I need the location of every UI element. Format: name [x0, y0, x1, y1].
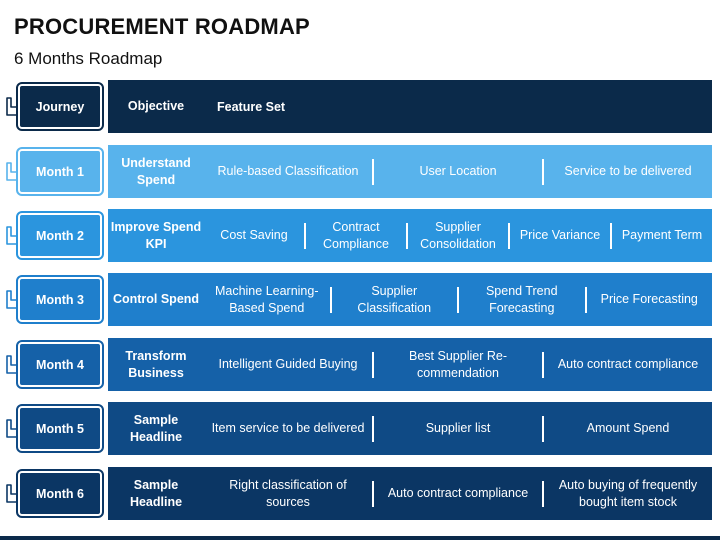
- feature-item: User Location: [419, 164, 497, 178]
- feature-item: Payment Term: [621, 228, 703, 242]
- feature-item: Service to be delivered: [564, 164, 692, 178]
- bottom-bar: [0, 536, 720, 540]
- month-badge: Month 4: [16, 340, 104, 389]
- row-feature-set: Right classification of sources Auto cont…: [204, 467, 712, 520]
- row-feature-set: Intelligent Guided Buying Best Supplier R…: [204, 338, 712, 391]
- row-objective: Sample Headline: [108, 402, 204, 455]
- feature-divider: [508, 222, 510, 249]
- feature-item: Spend Trend Forecasting: [485, 283, 558, 315]
- feature-divider: [372, 351, 374, 378]
- feature-divider: [457, 286, 459, 313]
- feature-item: Right classification of sources: [229, 477, 347, 509]
- row-feature-set: Rule-based Classification User Location Se…: [204, 145, 712, 198]
- feature-item: Supplier Consolidation: [420, 219, 496, 251]
- feature-divider: [584, 286, 587, 313]
- feature-divider: [610, 222, 612, 249]
- feature-divider: [542, 415, 544, 442]
- feature-divider: [406, 222, 408, 249]
- row-feature-set: Item service to be delivered Supplier lis…: [204, 402, 712, 455]
- feature-item: Auto contract compliance: [387, 486, 529, 500]
- feature-item: Intelligent Guided Buying: [218, 357, 358, 371]
- feature-divider: [542, 351, 544, 378]
- feature-item: Rule-based Classification: [217, 164, 359, 178]
- feature-item: Auto contract compliance: [557, 357, 699, 371]
- month-badge: Month 6: [16, 469, 104, 518]
- header-objective: Objective: [108, 80, 204, 133]
- header-badge: Journey: [16, 82, 104, 131]
- row-objective: Control Spend: [108, 273, 204, 326]
- row-objective: Sample Headline: [108, 467, 204, 520]
- feature-item: Best Supplier Re-commendation: [409, 348, 507, 380]
- page-title: PROCUREMENT ROADMAP: [14, 14, 310, 39]
- page-subtitle: 6 Months Roadmap: [14, 49, 163, 68]
- feature-item: Supplier Classification: [357, 283, 432, 315]
- row-feature-set: Cost Saving Contract Compliance Supplier C…: [204, 209, 712, 262]
- feature-item: Item service to be delivered: [211, 421, 365, 435]
- month-badge: Month 5: [16, 404, 104, 453]
- feature-divider: [372, 158, 374, 185]
- feature-divider: [542, 480, 544, 507]
- feature-item: Contract Compliance: [322, 219, 389, 251]
- month-badge: Month 1: [16, 147, 104, 196]
- row-feature-set: Machine Learning-Based Spend Supplier Cla…: [204, 273, 712, 326]
- row-objective: Transform Business: [108, 338, 204, 391]
- feature-divider: [372, 480, 374, 507]
- feature-item: Cost Saving: [220, 228, 288, 242]
- feature-divider: [372, 415, 374, 442]
- feature-item: Price Variance: [519, 228, 601, 242]
- header-row: Journey Objective Feature Set: [0, 80, 712, 133]
- header-features: Feature Set: [204, 80, 712, 133]
- feature-item: Machine Learning-Based Spend: [214, 283, 319, 315]
- month-badge: Month 2: [16, 211, 104, 260]
- feature-divider: [542, 158, 544, 185]
- row-objective: Improve Spend KPI: [108, 209, 204, 262]
- row-objective: Understand Spend: [108, 145, 204, 198]
- feature-item: Auto buying of frequently bought item st…: [558, 477, 698, 509]
- feature-item: Amount Spend: [586, 421, 670, 435]
- feature-divider: [304, 222, 306, 249]
- feature-item: Price Forecasting: [600, 292, 698, 306]
- feature-divider: [329, 286, 332, 313]
- feature-item: Supplier list: [425, 421, 491, 435]
- header-feature-set: Feature Set: [217, 99, 286, 114]
- month-badge: Month 3: [16, 275, 104, 324]
